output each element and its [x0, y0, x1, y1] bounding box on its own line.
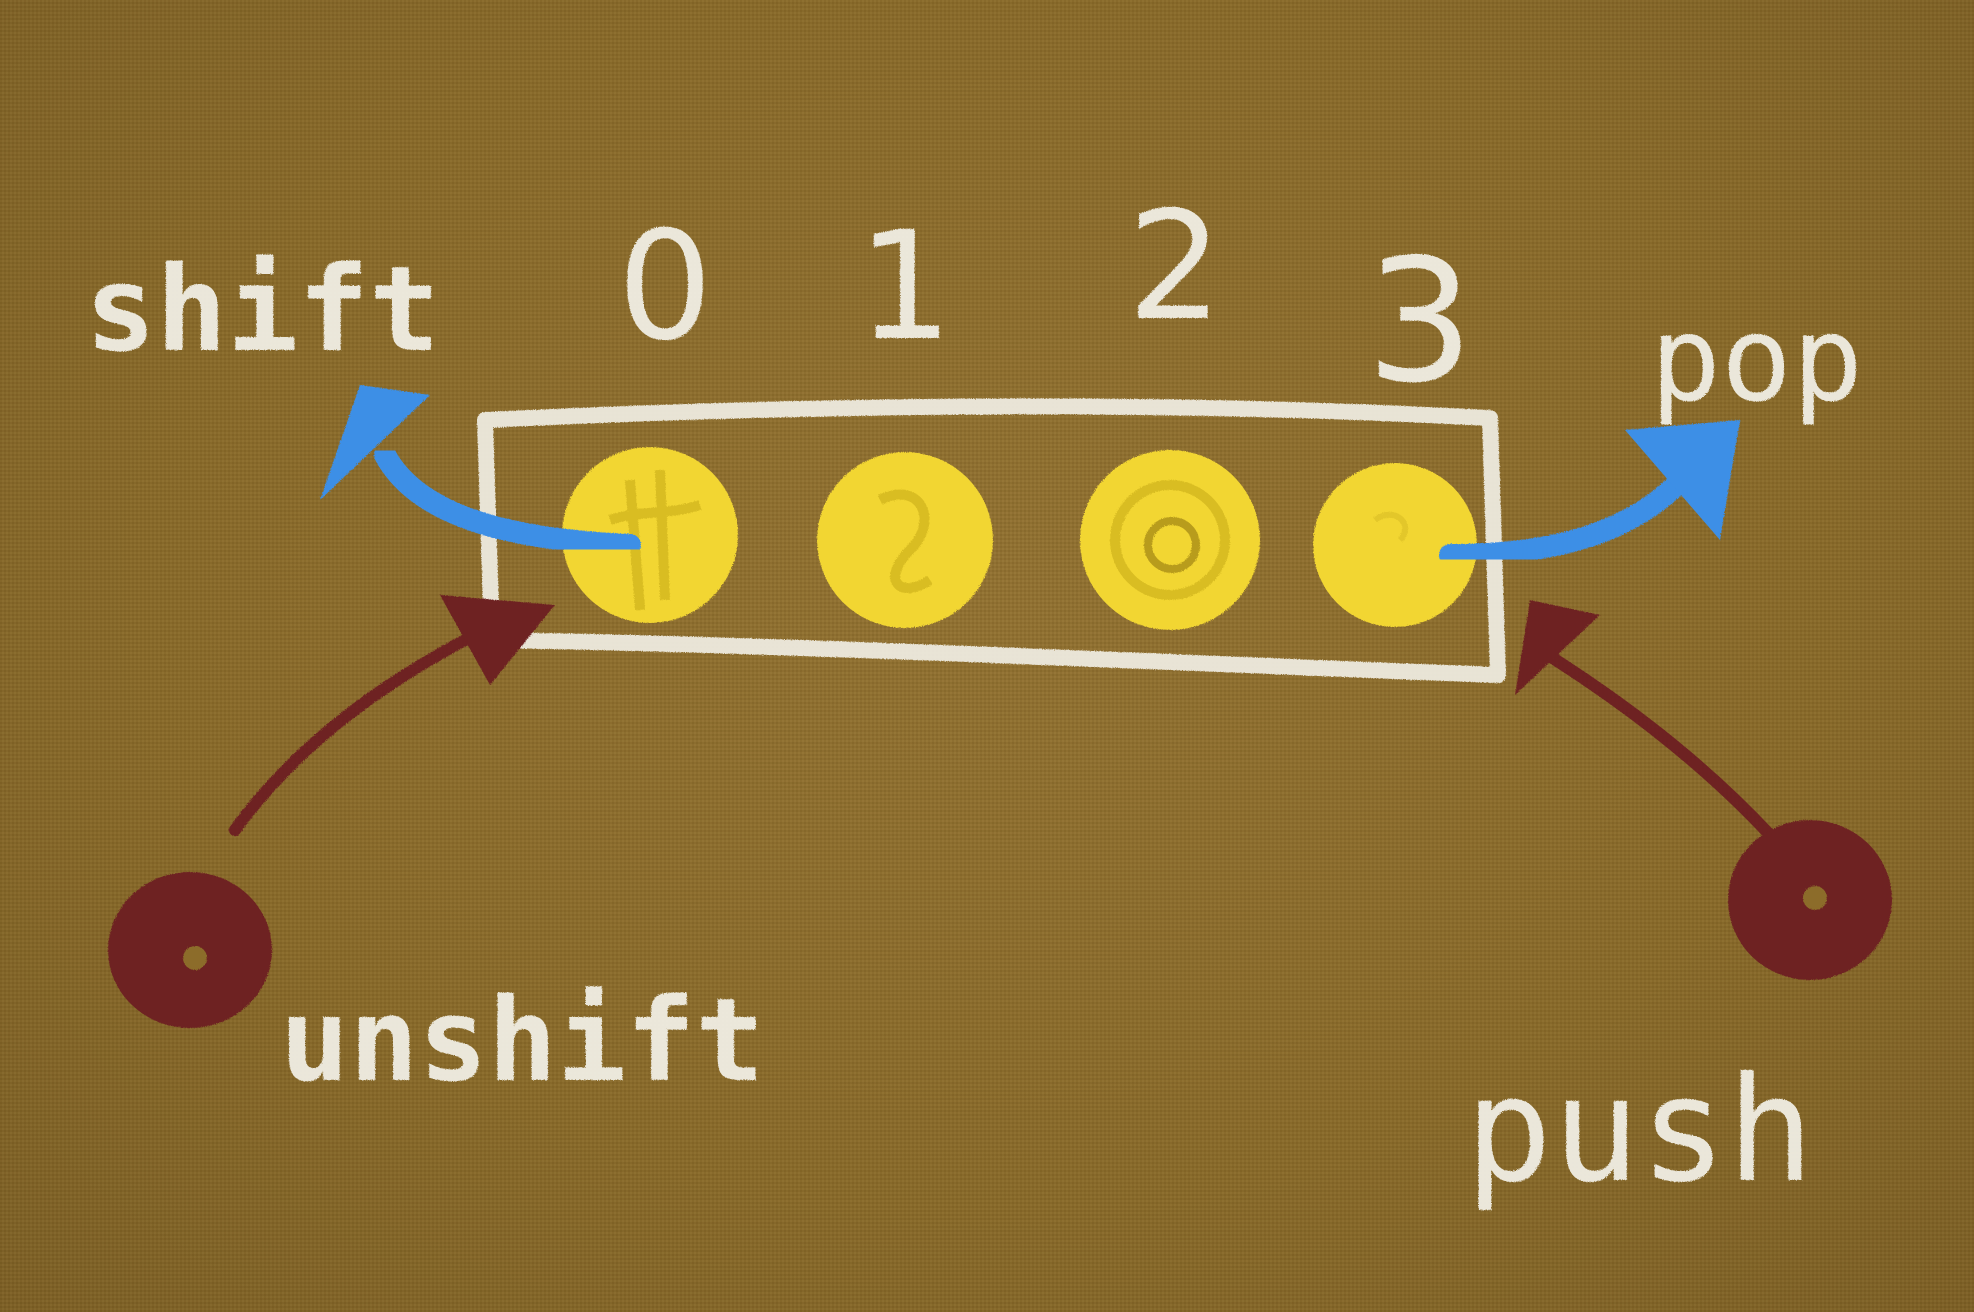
index-label-1: 1	[857, 200, 952, 374]
push-label: push	[1465, 1046, 1814, 1215]
shift-label: shift	[85, 240, 440, 378]
array-element-2	[1080, 450, 1260, 630]
array-element-3	[1313, 463, 1477, 627]
unshift-label: unshift	[280, 974, 765, 1108]
index-label-3: 3	[1366, 223, 1474, 421]
pop-arrowhead	[1625, 420, 1740, 540]
pop-label: pop	[1650, 290, 1863, 428]
index-label-0: 0	[617, 200, 712, 374]
shift-arrowhead	[320, 385, 430, 500]
unshift-arrowhead	[440, 595, 555, 685]
array-element-1	[817, 452, 993, 628]
shift-arrow	[374, 444, 641, 556]
unshift-arrow	[229, 634, 471, 836]
pop-arrow	[1439, 459, 1701, 566]
push-source-disc	[1728, 820, 1892, 980]
push-arrow	[1534, 644, 1776, 841]
push-arrowhead	[1515, 600, 1600, 695]
array-box	[477, 398, 1506, 683]
index-label-2: 2	[1127, 180, 1222, 354]
unshift-source-disc	[108, 872, 272, 1028]
